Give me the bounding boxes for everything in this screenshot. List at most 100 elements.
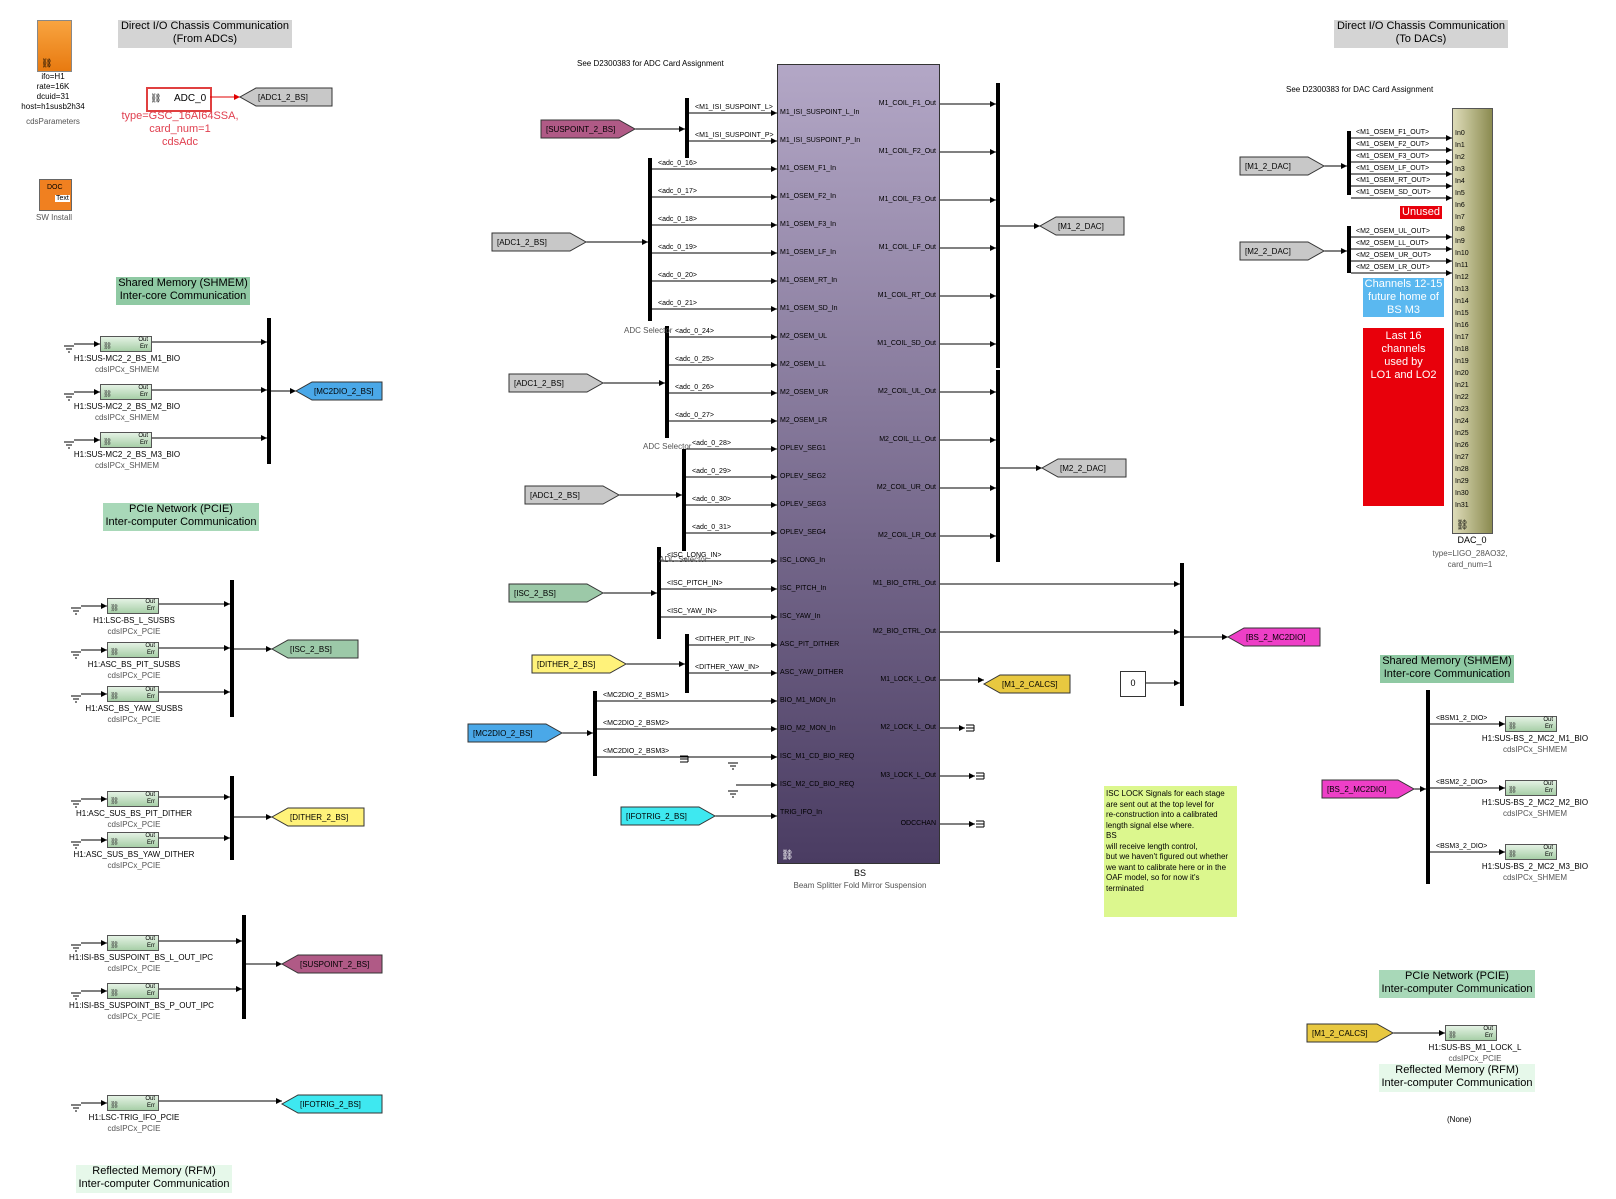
dac-input-port: In20 bbox=[1455, 370, 1469, 377]
tag-label: [ISC_2_BS] bbox=[290, 645, 332, 654]
dac-signal-label: <M1_OSEM_LF_OUT> bbox=[1356, 165, 1430, 172]
tag-label: [ADC1_2_BS] bbox=[497, 238, 547, 247]
bs-input-port: M2_OSEM_UR bbox=[780, 389, 829, 396]
bus-dac-m1 bbox=[1347, 131, 1351, 195]
from-isc-center[interactable]: [ISC_2_BS] bbox=[508, 583, 605, 603]
bs-input-port: M2_OSEM_LL bbox=[780, 361, 826, 368]
dac-input-port: In3 bbox=[1455, 166, 1465, 173]
ipc-type: cdsIPCx_SHMEM bbox=[94, 413, 159, 422]
from-adc1-1[interactable]: [ADC1_2_BS] bbox=[491, 232, 588, 252]
doc-caption: SW Install bbox=[35, 213, 72, 222]
doc-block[interactable]: DOC Text bbox=[39, 179, 72, 211]
bs-output-port: M1_COIL_RT_Out bbox=[877, 292, 936, 299]
ipc-type: cdsIPCx_PCIE bbox=[107, 964, 161, 973]
goto-m1dac[interactable]: [M1_2_DAC] bbox=[1038, 216, 1125, 236]
bs-signal-label: <ISC_PITCH_IN> bbox=[667, 580, 723, 587]
ipc-name: H1:SUS-BS_M1_LOCK_L bbox=[1428, 1043, 1522, 1052]
tag-label: [DITHER_2_BS] bbox=[290, 813, 348, 822]
dac-block[interactable]: ⛓ bbox=[1452, 108, 1493, 534]
bs-signal-label: <adc_0_27> bbox=[675, 412, 714, 419]
ipc-name: H1:LSC-BS_L_SUSBS bbox=[93, 616, 175, 625]
bs-output-port: M1_LOCK_L_Out bbox=[880, 676, 936, 683]
ipc-name: H1:SUS-MC2_2_BS_M3_BIO bbox=[73, 450, 181, 459]
goto-dither-left[interactable]: [DITHER_2_BS] bbox=[270, 807, 365, 827]
goto-suspoint-left[interactable]: [SUSPOINT_2_BS] bbox=[280, 954, 383, 974]
goto-m2dac[interactable]: [M2_2_DAC] bbox=[1040, 458, 1127, 478]
ipc-name: H1:ASC_SUS_BS_PIT_DITHER bbox=[75, 809, 193, 818]
ipc-name: H1:ISI-BS_SUSPOINT_BS_P_OUT_IPC bbox=[69, 1001, 214, 1010]
goto-adc1-top[interactable]: [ADC1_2_BS] bbox=[238, 87, 333, 107]
goto-m1calcs[interactable]: [M1_2_CALCS] bbox=[982, 674, 1071, 694]
bs-block-desc: Beam Splitter Fold Mirror Suspension bbox=[793, 881, 927, 890]
goto-ifotrig-left[interactable]: [IFOTRIG_2_BS] bbox=[280, 1094, 383, 1114]
header-shmem-right: Shared Memory (SHMEM) Inter-core Communi… bbox=[1380, 655, 1514, 683]
bus-suspoint bbox=[685, 98, 689, 158]
goto-mc2dio-left[interactable]: [MC2DIO_2_BS] bbox=[294, 381, 383, 401]
from-dither-center[interactable]: [DITHER_2_BS] bbox=[531, 654, 628, 674]
ground-icon bbox=[728, 762, 738, 770]
from-adc1-2[interactable]: [ADC1_2_BS] bbox=[508, 373, 605, 393]
bs-input-port: BIO_M1_MON_In bbox=[780, 697, 836, 704]
bs-input-port: ISC_M1_CD_BIO_REQ bbox=[780, 753, 855, 760]
tag-label: [IFOTRIG_2_BS] bbox=[300, 1100, 361, 1109]
link-icon: ⛓ bbox=[103, 391, 112, 398]
from-bs-mc2dio[interactable]: [BS_2_MC2DIO] bbox=[1321, 779, 1416, 799]
tag-label: [BS_2_MC2DIO] bbox=[1246, 633, 1306, 642]
ipc-name: H1:SUS-BS_2_MC2_M2_BIO bbox=[1481, 798, 1589, 807]
dac-signal-label: <M1_OSEM_F3_OUT> bbox=[1356, 153, 1430, 160]
ipc-name: H1:SUS-MC2_2_BS_M1_BIO bbox=[73, 354, 181, 363]
bs-output-port: M2_COIL_LL_Out bbox=[879, 436, 936, 443]
constant-zero-block[interactable]: 0 bbox=[1120, 671, 1146, 697]
bs-signal-label: <adc_0_18> bbox=[658, 216, 697, 223]
bs-output-port: M2_LOCK_L_Out bbox=[880, 724, 936, 731]
tag-label: [M1_2_CALCS] bbox=[1002, 680, 1058, 689]
dac-input-port: In14 bbox=[1455, 298, 1469, 305]
bus-m1-dac bbox=[996, 83, 1000, 368]
bs-signal-label: <ISC_LONG_IN> bbox=[667, 552, 722, 559]
dac-input-port: In2 bbox=[1455, 154, 1465, 161]
from-mc2dio-center[interactable]: [MC2DIO_2_BS] bbox=[467, 723, 564, 743]
bs-suspension-block[interactable]: ⛓ bbox=[777, 64, 940, 864]
bs-output-port: M2_BIO_CTRL_Out bbox=[872, 628, 936, 635]
tag-label: [BS_2_MC2DIO] bbox=[1327, 785, 1387, 794]
from-m1dac[interactable]: [M1_2_DAC] bbox=[1239, 156, 1326, 176]
from-suspoint-center[interactable]: [SUSPOINT_2_BS] bbox=[540, 119, 637, 139]
params-text: ifo=H1 rate=16K dcuid=31 host=h1susb2h34 bbox=[21, 72, 85, 111]
adc-block[interactable]: ⛓ ADC_0 bbox=[146, 87, 212, 112]
dac-input-port: In16 bbox=[1455, 322, 1469, 329]
dac-signal-label: <M1_OSEM_RT_OUT> bbox=[1356, 177, 1431, 184]
dac-input-port: In15 bbox=[1455, 310, 1469, 317]
from-m1calcs[interactable]: [M1_2_CALCS] bbox=[1306, 1023, 1395, 1043]
from-ifotrig-center[interactable]: [IFOTRIG_2_BS] bbox=[620, 806, 717, 826]
from-adc1-3[interactable]: [ADC1_2_BS] bbox=[524, 485, 621, 505]
ground-icon bbox=[71, 944, 81, 952]
tag-label: [MC2DIO_2_BS] bbox=[314, 387, 374, 396]
params-block[interactable]: ⛓ bbox=[37, 20, 72, 72]
bus-bsm bbox=[1426, 690, 1430, 884]
link-icon: ⛓ bbox=[110, 649, 119, 656]
from-m2dac[interactable]: [M2_2_DAC] bbox=[1239, 241, 1326, 261]
bsm-signal-label: <BSM2_2_DIO> bbox=[1436, 779, 1488, 786]
dac-block-params: type=LIGO_28AO32, card_num=1 bbox=[1432, 549, 1508, 569]
goto-isc-left[interactable]: [ISC_2_BS] bbox=[270, 639, 359, 659]
goto-bs-mc2dio[interactable]: [BS_2_MC2DIO] bbox=[1226, 627, 1321, 647]
dac-input-port: In19 bbox=[1455, 358, 1469, 365]
bs-output-port: ODCCHAN bbox=[900, 820, 936, 827]
link-icon: ⛓ bbox=[1508, 787, 1517, 794]
